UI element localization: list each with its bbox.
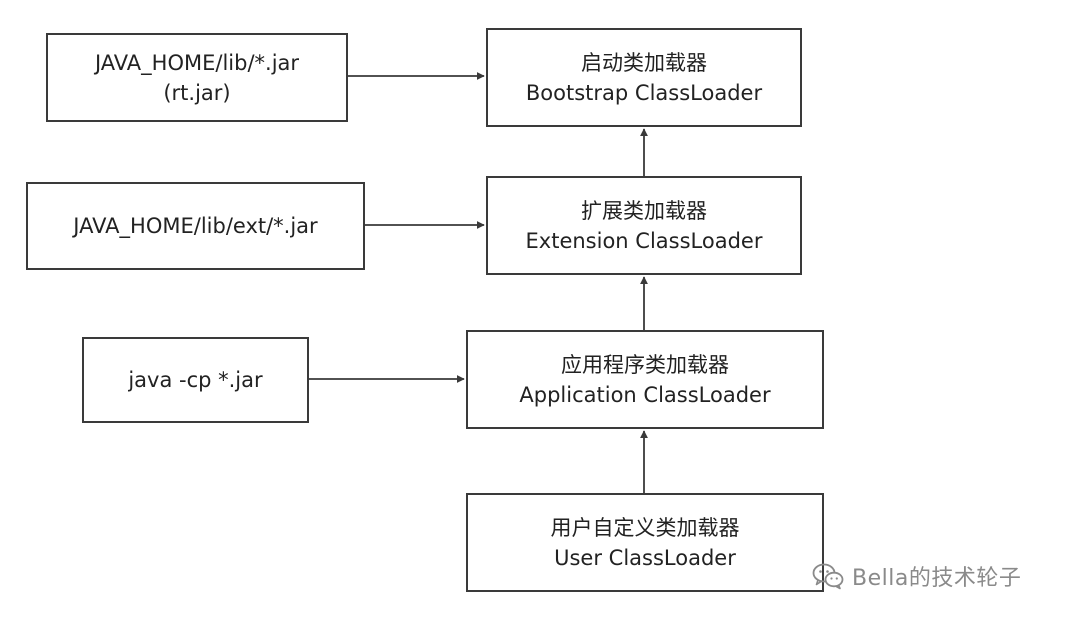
loader-box-extension: 扩展类加载器 Extension ClassLoader bbox=[486, 176, 802, 275]
loader-box-user: 用户自定义类加载器 User ClassLoader bbox=[466, 493, 824, 592]
source-cp-command: java -cp *.jar bbox=[128, 368, 263, 392]
loader-box-application: 应用程序类加载器 Application ClassLoader bbox=[466, 330, 824, 429]
watermark: Bella的技术轮子 bbox=[812, 560, 1021, 592]
loader-bootstrap-en: Bootstrap ClassLoader bbox=[525, 80, 763, 105]
loader-extension-cn: 扩展类加载器 bbox=[581, 198, 707, 223]
source-ext-path: JAVA_HOME/lib/ext/*.jar bbox=[73, 214, 318, 238]
loader-bootstrap-cn: 启动类加载器 bbox=[581, 50, 707, 75]
source-box-classpath: java -cp *.jar bbox=[82, 337, 309, 423]
loader-extension-en: Extension ClassLoader bbox=[525, 228, 763, 253]
source-box-jre-lib: JAVA_HOME/lib/*.jar (rt.jar) bbox=[46, 33, 348, 122]
source-jre-path: JAVA_HOME/lib/*.jar bbox=[94, 50, 300, 75]
watermark-text: Bella的技术轮子 bbox=[852, 566, 1022, 591]
loader-application-en: Application ClassLoader bbox=[519, 382, 771, 407]
loader-user-en: User ClassLoader bbox=[554, 545, 736, 570]
source-jre-rt: (rt.jar) bbox=[163, 80, 231, 105]
wechat-icon bbox=[812, 563, 844, 590]
loader-application-cn: 应用程序类加载器 bbox=[561, 352, 729, 377]
loader-box-bootstrap: 启动类加载器 Bootstrap ClassLoader bbox=[486, 28, 802, 127]
source-box-ext-lib: JAVA_HOME/lib/ext/*.jar bbox=[26, 182, 365, 270]
loader-user-cn: 用户自定义类加载器 bbox=[550, 515, 740, 540]
